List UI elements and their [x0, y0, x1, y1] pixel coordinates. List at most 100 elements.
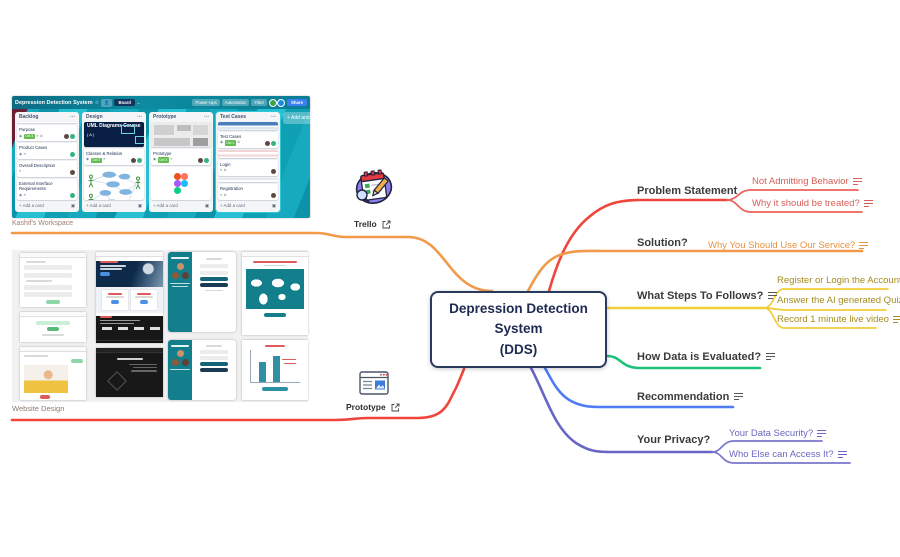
mockup-map-page	[242, 252, 308, 335]
topic-what-steps[interactable]: What Steps To Follows?	[637, 290, 778, 302]
decor-bar	[100, 322, 134, 324]
decor-box	[121, 124, 135, 134]
list-title: Design	[86, 114, 103, 120]
trello-topic[interactable]: Trello	[354, 219, 391, 229]
mockup-signup-card	[168, 340, 236, 400]
decor-button	[71, 359, 83, 363]
decor-box	[177, 125, 191, 131]
add-card-button: + Add a card	[153, 203, 178, 208]
website-design-caption[interactable]: Website Design	[12, 404, 65, 413]
avatar	[264, 140, 270, 146]
share-button: Share	[287, 99, 307, 106]
notes-icon[interactable]	[817, 429, 827, 438]
attachment-icon: ⊘	[237, 140, 241, 145]
card-title: Registration	[220, 186, 243, 192]
card-title: Product Cases	[19, 145, 48, 151]
decor-banner	[36, 321, 70, 325]
list-menu-icon: ⋯	[204, 114, 209, 120]
watch-icon: ◉	[86, 157, 90, 162]
uml-course-card: UML Diagrams Course ( A )	[84, 122, 144, 147]
feature-card	[131, 290, 157, 310]
trello-list-backlog: Backlog⋯ SRS Purpose ◉Oct 3≡⊘ Product Ca…	[15, 112, 79, 212]
add-another-list-button: + Add another list	[283, 112, 310, 124]
mockup-video-page	[20, 347, 86, 400]
subtopic-label: Not Admitting Behavior	[752, 176, 849, 187]
external-link-icon[interactable]	[391, 403, 400, 412]
watch-icon: ◉	[153, 157, 157, 162]
mockup-report-page	[242, 340, 308, 400]
decor-box	[154, 138, 190, 146]
website-design-collage[interactable]	[12, 250, 308, 402]
notes-icon[interactable]	[892, 315, 900, 324]
avatar	[176, 349, 184, 357]
trello-card: Classes & Relation ◉Oct 3≡	[84, 148, 144, 165]
subtopic-label: Register or Login the Account	[777, 275, 900, 286]
subtopic-why-treated[interactable]: Why it should be treated?	[752, 198, 873, 209]
decor-heading	[116, 358, 143, 360]
card-title: Overall Description	[19, 162, 56, 168]
description-icon: ≡	[36, 133, 39, 138]
prototype-attachment-icon[interactable]	[359, 371, 389, 400]
template-icon: ▣	[70, 203, 75, 208]
central-topic[interactable]: Depression Detection System (DDS)	[430, 291, 607, 368]
subtopic-register-login[interactable]: Register or Login the Account	[777, 275, 900, 286]
trello-sticker-icon	[355, 169, 393, 204]
subtopic-who-access[interactable]: Who Else can Access It?	[729, 449, 847, 460]
decor-bar	[100, 265, 126, 267]
trello-topbar: Depression Detection System ☆ 👤 Board ⌄ …	[12, 96, 310, 109]
notes-icon[interactable]	[734, 393, 744, 401]
feature-card	[102, 290, 128, 310]
topic-recommendation[interactable]: Recommendation	[637, 391, 744, 403]
subtopic-label: Why it should be treated?	[752, 198, 860, 209]
description-icon: ≡	[170, 157, 173, 162]
trello-attachment-icon[interactable]	[351, 163, 397, 214]
uml-card-title: UML Diagrams Course	[87, 123, 141, 129]
trello-board-screenshot[interactable]: Depression Detection System ☆ 👤 Board ⌄ …	[12, 96, 310, 218]
form-field	[200, 264, 228, 268]
decor-stat	[134, 326, 144, 330]
mockup-login-card	[168, 252, 236, 332]
notes-icon[interactable]	[837, 450, 847, 459]
decor-box	[135, 135, 144, 144]
decor-button	[200, 368, 228, 372]
notes-icon[interactable]	[768, 292, 778, 300]
done-avatar	[70, 193, 75, 198]
avatar	[70, 169, 75, 175]
decor-shape	[107, 370, 127, 391]
trello-topic-label: Trello	[354, 219, 377, 229]
notes-icon[interactable]	[859, 241, 869, 250]
due-date-badge: Oct 1	[224, 140, 236, 146]
done-avatar	[137, 157, 142, 163]
topic-your-privacy[interactable]: Your Privacy?	[637, 434, 710, 446]
notes-icon[interactable]	[766, 353, 776, 361]
figma-logo	[174, 172, 188, 194]
decor-heading	[100, 316, 112, 318]
external-link-icon[interactable]	[382, 220, 391, 229]
subtopic-data-security[interactable]: Your Data Security?	[729, 428, 827, 439]
subtopic-why-use-service[interactable]: Why You Should Use Our Service?	[708, 240, 869, 251]
decor-bar	[24, 292, 72, 297]
test-table-card-3	[218, 177, 278, 183]
topic-label: Your Privacy?	[637, 434, 711, 446]
topic-solution[interactable]: Solution?	[637, 237, 688, 249]
central-topic-title: Depression Detection System	[449, 301, 588, 337]
subtopic-label: Why You Should Use Our Service?	[708, 240, 856, 251]
trello-workspace-caption[interactable]: Kashif's Workspace	[12, 220, 74, 227]
notes-icon[interactable]	[863, 199, 873, 208]
decor-button	[262, 387, 288, 391]
subtopic-record-video[interactable]: Record 1 minute live video	[777, 314, 900, 325]
watch-icon: ◉	[19, 151, 23, 156]
decor-heading	[206, 345, 222, 347]
subtopic-ai-quiz[interactable]: Answer the AI generated Quiz	[777, 295, 900, 306]
test-table-card	[218, 122, 278, 130]
topic-problem-statement[interactable]: Problem Statement	[637, 185, 737, 197]
subtopic-not-admitting-behavior[interactable]: Not Admitting Behavior	[752, 176, 862, 187]
card-title: Classes & Relation	[86, 150, 123, 156]
prototype-topic[interactable]: Prototype	[346, 402, 400, 412]
topic-how-data-evaluated[interactable]: How Data is Evaluated?	[637, 351, 776, 363]
subtopic-label: Record 1 minute live video	[777, 314, 889, 325]
topic-label: What Steps To Follows?	[637, 290, 764, 302]
notes-icon[interactable]	[852, 177, 862, 186]
subtopic-label: Answer the AI generated Quiz	[777, 295, 900, 306]
